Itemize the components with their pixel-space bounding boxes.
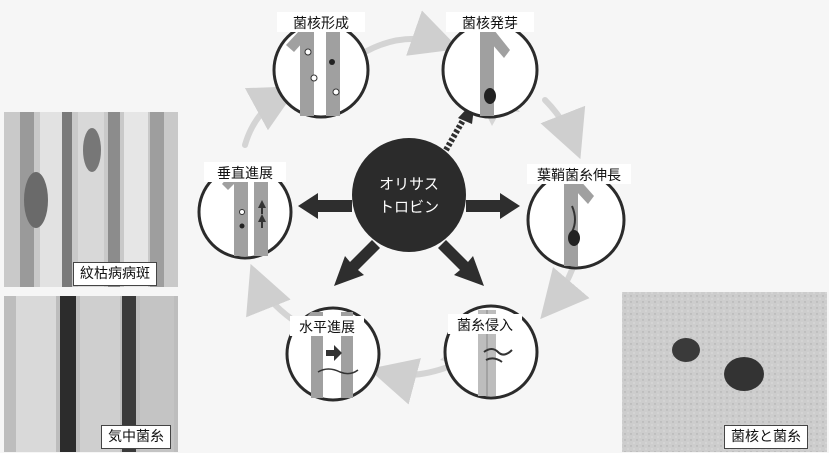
label-vertical-spread: 垂直進展 <box>217 165 273 182</box>
label-sclerotium-germination: 菌核発芽 <box>462 16 518 32</box>
lesion-photo <box>4 112 178 287</box>
center-label-line1: オリサス <box>379 175 439 193</box>
stage-sheath-hyphae-extension: 葉鞘菌糸伸長 <box>526 164 631 270</box>
label-lesion-photo: 紋枯病病斑 <box>73 262 157 286</box>
stage-sclerotium-germination: 菌核発芽 <box>441 12 539 126</box>
stage-horizontal-spread: 水平進展 <box>285 306 381 402</box>
label-sheath-hyphae-extension: 葉鞘菌糸伸長 <box>537 168 621 184</box>
label-sclerotium-formation: 菌核形成 <box>293 16 349 32</box>
label-hyphae-invasion: 菌糸侵入 <box>457 317 513 334</box>
stage-vertical-spread: 垂直進展 <box>197 162 293 260</box>
stage-hyphae-invasion: 菌糸侵入 <box>440 304 539 400</box>
label-sclerotia-photo: 菌核と菌糸 <box>724 425 808 449</box>
inhibition-arrows <box>298 100 520 286</box>
center-label-line2: トロビン <box>379 198 439 216</box>
center-node: オリサス トロビン <box>352 138 466 252</box>
label-horizontal-spread: 水平進展 <box>299 320 355 336</box>
stage-sclerotium-formation: 菌核形成 <box>272 12 370 119</box>
label-aerial-hyphae-photo: 気中菌糸 <box>101 425 171 449</box>
